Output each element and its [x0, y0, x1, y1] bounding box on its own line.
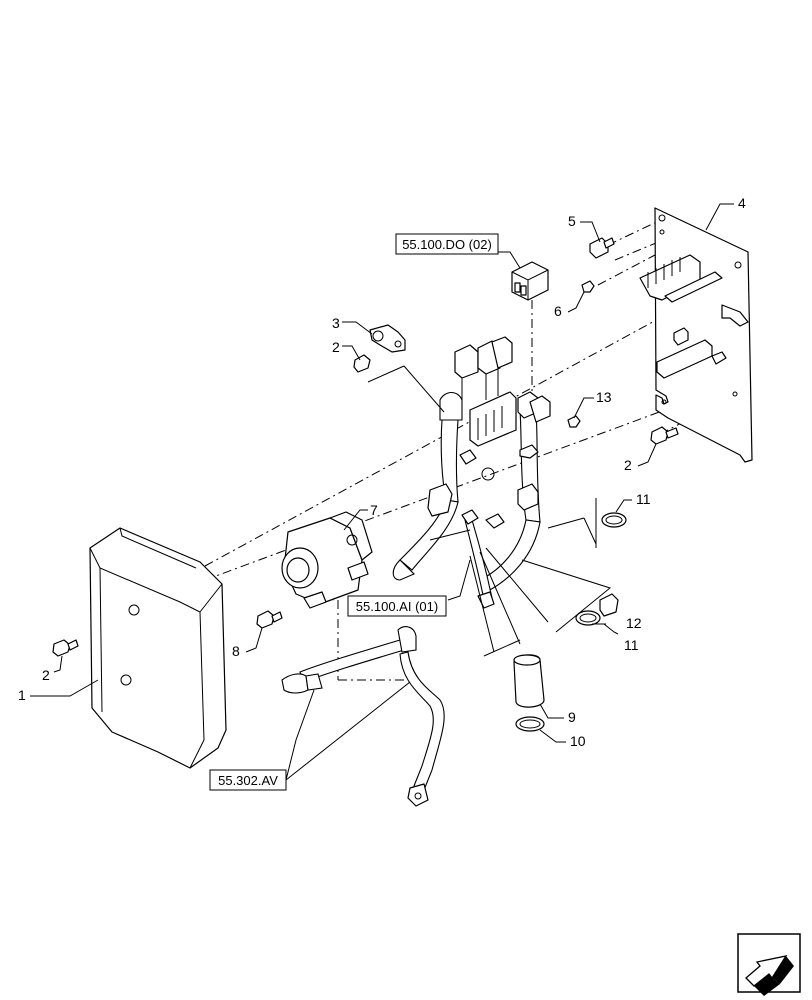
- callout-2-top: 2: [332, 339, 340, 355]
- reference-55-100-ai[interactable]: 55.100.AI (01): [347, 595, 447, 617]
- callout-2-left: 2: [42, 667, 50, 683]
- callout-10: 10: [570, 733, 586, 749]
- wiring-harness[interactable]: [392, 336, 551, 609]
- screw-2-top[interactable]: [353, 354, 371, 373]
- callout-7: 7: [370, 502, 378, 518]
- mounting-plate[interactable]: [639, 207, 753, 463]
- orientation-arrow-icon[interactable]: [737, 933, 801, 996]
- bolt-2-right[interactable]: [650, 426, 679, 445]
- callout-13: 13: [596, 389, 612, 405]
- callout-3: 3: [332, 315, 340, 331]
- horn-7[interactable]: [281, 511, 373, 609]
- relay-connector[interactable]: [511, 261, 549, 301]
- callout-11-bottom: 11: [624, 637, 639, 653]
- screw-2-left[interactable]: [52, 639, 79, 657]
- reference-label: 55.100.AI (01): [356, 599, 438, 614]
- screw-8[interactable]: [256, 610, 283, 629]
- callout-11-top: 11: [636, 491, 651, 507]
- leader-lines: [30, 203, 734, 781]
- callout-1: 1: [18, 687, 26, 703]
- reference-55-302-av[interactable]: 55.302.AV: [209, 769, 287, 791]
- reference-label: 55.100.DO (02): [402, 237, 492, 252]
- ring-10[interactable]: [515, 716, 545, 732]
- reference-55-100-do[interactable]: 55.100.DO (02): [395, 233, 499, 255]
- callout-6: 6: [554, 303, 562, 319]
- callout-4: 4: [738, 195, 746, 211]
- callout-5: 5: [568, 213, 576, 229]
- boot-9[interactable]: [513, 654, 545, 708]
- cover-1[interactable]: [89, 527, 227, 769]
- clip-12[interactable]: [599, 593, 619, 617]
- lower-harness[interactable]: [281, 626, 445, 807]
- callout-2-right: 2: [624, 457, 632, 473]
- callout-12: 12: [626, 615, 642, 631]
- callouts: 1 2 2 2 3 4 5 6 7 8 9 10 11 11 12 13: [18, 195, 746, 749]
- screw-6[interactable]: [581, 280, 595, 293]
- callout-8: 8: [232, 643, 240, 659]
- bolt-5[interactable]: [589, 237, 615, 259]
- clamp-11-bottom[interactable]: [575, 610, 601, 626]
- callout-9: 9: [568, 709, 576, 725]
- cable-clip-3[interactable]: [369, 324, 406, 353]
- reference-label: 55.302.AV: [218, 773, 278, 788]
- section-markers: [367, 365, 612, 657]
- clamp-11-top[interactable]: [601, 512, 627, 528]
